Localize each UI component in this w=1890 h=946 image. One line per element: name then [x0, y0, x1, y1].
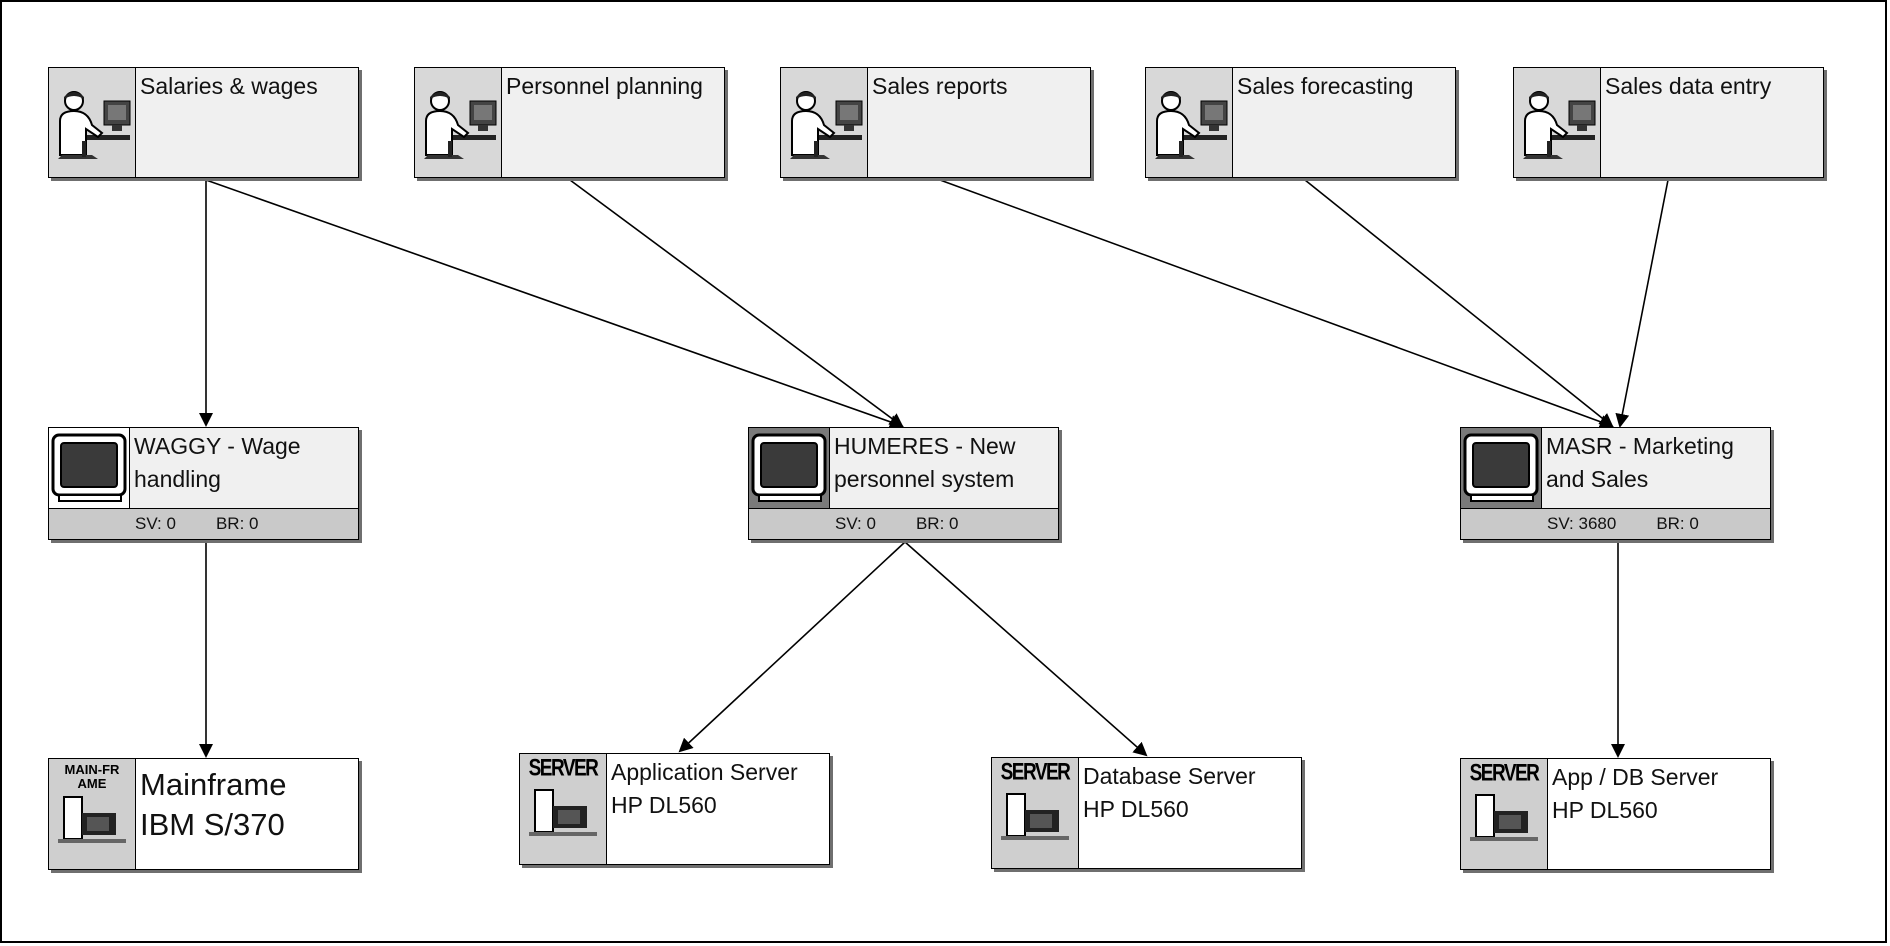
application-stats: SV: 0 BR: 0 [49, 508, 358, 539]
server-icon: SERVER [1461, 759, 1548, 869]
mainframe-icon: MAIN-FRAME [49, 759, 136, 869]
infrastructure-node-app-db-server[interactable]: SERVER App / DB Server HP DL560 [1460, 758, 1771, 870]
process-node-sales-reports[interactable]: Sales reports [780, 67, 1091, 178]
process-label: Sales data entry [1605, 73, 1772, 99]
process-label: Sales reports [872, 73, 1008, 99]
process-node-personnel-planning[interactable]: Personnel planning [414, 67, 725, 178]
infrastructure-model: HP DL560 [1083, 796, 1189, 822]
server-tag: SERVER [1000, 759, 1071, 786]
application-stats: SV: 0 BR: 0 [749, 508, 1058, 539]
infrastructure-name: App / DB Server [1552, 764, 1719, 790]
process-node-salaries[interactable]: Salaries & wages [48, 67, 359, 178]
infrastructure-node-mainframe[interactable]: MAIN-FRAME Mainframe IBM S/370 [48, 758, 359, 870]
server-tag: SERVER [528, 755, 599, 782]
application-node-masr[interactable]: MASR - Marketing and Sales SV: 3680 BR: … [1460, 427, 1771, 540]
br-value: BR: 0 [915, 514, 959, 533]
infrastructure-node-database-server[interactable]: SERVER Database Server HP DL560 [991, 757, 1302, 869]
infrastructure-label: App / DB Server HP DL560 [1548, 759, 1770, 869]
application-node-humeres[interactable]: HUMERES - New personnel system SV: 0 BR:… [748, 427, 1059, 540]
worker-at-computer-icon [49, 68, 136, 177]
infrastructure-name: Application Server [611, 759, 798, 785]
process-node-sales-forecasting[interactable]: Sales forecasting [1145, 67, 1456, 178]
infrastructure-model: HP DL560 [1552, 797, 1658, 823]
sv-value: SV: 0 [835, 514, 876, 533]
infrastructure-node-application-server[interactable]: SERVER Application Server HP DL560 [519, 753, 830, 865]
worker-at-computer-icon [781, 68, 868, 177]
process-node-sales-data-entry[interactable]: Sales data entry [1513, 67, 1824, 178]
application-label: WAGGY - Wage handling [134, 433, 301, 492]
sv-value: SV: 3680 [1547, 514, 1617, 533]
infrastructure-name: Database Server [1083, 763, 1256, 789]
br-value: BR: 0 [1656, 514, 1699, 533]
worker-at-computer-icon [1514, 68, 1601, 177]
worker-at-computer-icon [415, 68, 502, 177]
process-label: Sales forecasting [1237, 73, 1414, 99]
application-stats: SV: 3680 BR: 0 [1461, 508, 1770, 539]
server-icon: SERVER [520, 754, 607, 864]
monitor-icon [749, 428, 830, 508]
infrastructure-label: Mainframe IBM S/370 [136, 759, 358, 869]
application-label: MASR - Marketing and Sales [1546, 433, 1734, 492]
server-tag: SERVER [1469, 760, 1540, 787]
sv-value: SV: 0 [135, 514, 176, 533]
application-label: HUMERES - New personnel system [834, 433, 1016, 492]
mainframe-tag: MAIN-FRAME [64, 762, 120, 791]
server-icon: SERVER [992, 758, 1079, 868]
application-node-waggy[interactable]: WAGGY - Wage handling SV: 0 BR: 0 [48, 427, 359, 540]
monitor-icon [49, 428, 130, 508]
infrastructure-model: IBM S/370 [140, 807, 285, 842]
infrastructure-label: Database Server HP DL560 [1079, 758, 1301, 868]
worker-at-computer-icon [1146, 68, 1233, 177]
br-value: BR: 0 [215, 514, 259, 533]
infrastructure-model: HP DL560 [611, 792, 717, 818]
process-label: Salaries & wages [140, 73, 318, 99]
monitor-icon [1461, 428, 1542, 508]
infrastructure-label: Application Server HP DL560 [607, 754, 829, 864]
process-label: Personnel planning [506, 73, 703, 99]
infrastructure-name: Mainframe [140, 767, 287, 802]
